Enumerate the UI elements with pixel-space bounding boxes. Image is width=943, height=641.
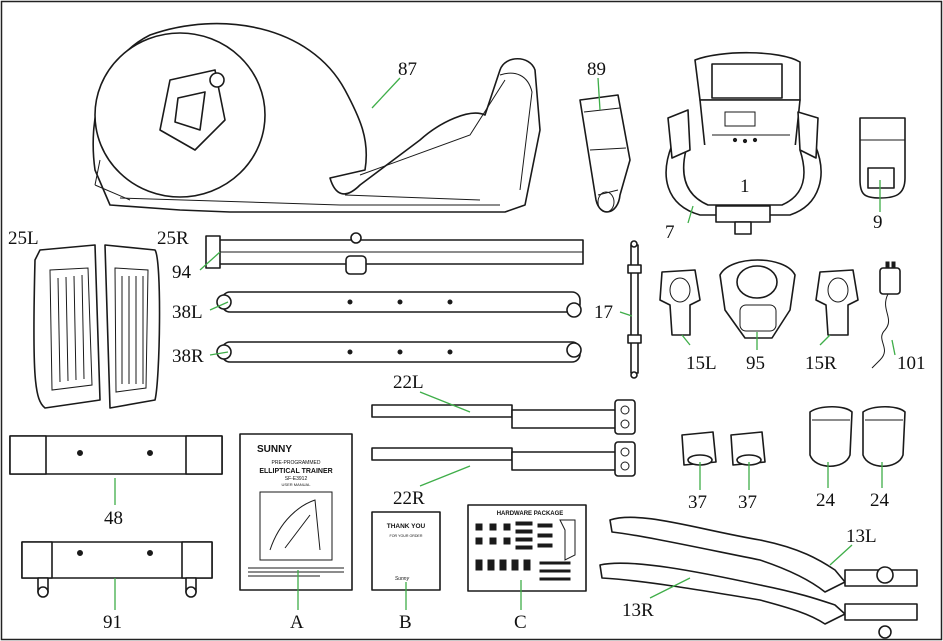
pedal-arm-22R-part (371, 441, 636, 477)
cover-24b-part (862, 405, 906, 468)
console-part (694, 51, 801, 155)
cover-95-part (719, 259, 796, 339)
card-brand: Sunny (395, 576, 410, 582)
label-101: 101 (897, 353, 926, 374)
handle-13L-part (609, 516, 918, 593)
cover-15R-part (815, 269, 859, 336)
label-95: 95 (746, 353, 765, 374)
user-manual-part: SUNNY PRE-PROGRAMMED ELLIPTICAL TRAINER … (239, 433, 353, 591)
label-25L: 25L (8, 228, 39, 249)
label-91: 91 (103, 612, 122, 633)
label-15L: 15L (686, 353, 717, 374)
card-subtitle: FOR YOUR ORDER (390, 534, 423, 538)
label-22R: 22R (393, 488, 425, 509)
end-cap-37a-part (681, 431, 717, 466)
label-13L: 13L (846, 526, 877, 547)
cover-24a-part (809, 405, 853, 468)
arm-38R-part (216, 341, 582, 363)
card-title: THANK YOU (387, 523, 426, 530)
axle-17-part (627, 240, 642, 379)
pedal-arm-22L-part (371, 399, 636, 435)
label-13R: 13R (622, 600, 654, 621)
label-24b: 24 (870, 490, 890, 511)
bracket-9-part (859, 117, 906, 199)
label-1: 1 (740, 176, 750, 197)
pedal-right-part (104, 244, 161, 409)
label-48: 48 (104, 508, 123, 529)
handlebar-part (665, 109, 822, 235)
leader-lines (114, 77, 896, 610)
label-7: 7 (665, 222, 675, 243)
handle-13R-part (599, 562, 918, 639)
manual-model: SF-E3912 (285, 476, 308, 482)
part-labels: 87 89 1 7 9 25L 25R 94 38L 38R 17 15L 95… (8, 59, 926, 633)
label-17: 17 (594, 302, 613, 323)
rear-cover-part (579, 94, 631, 213)
label-A: A (290, 612, 304, 633)
label-87: 87 (398, 59, 417, 80)
stabilizer-91-part (21, 541, 213, 598)
label-22L: 22L (393, 372, 424, 393)
manual-line2: ELLIPTICAL TRAINER (259, 468, 332, 475)
hardware-package-part: HARDWARE PACKAGE (467, 504, 587, 592)
label-C: C (514, 612, 527, 633)
cover-15L-part (659, 269, 701, 336)
label-89: 89 (587, 59, 606, 80)
label-38R: 38R (172, 346, 204, 367)
label-9: 9 (873, 212, 883, 233)
rail-94-part (205, 232, 584, 275)
label-37b: 37 (738, 492, 757, 513)
label-37a: 37 (688, 492, 707, 513)
label-38L: 38L (172, 302, 203, 323)
thank-you-card-part: THANK YOU FOR YOUR ORDER Sunny (371, 511, 441, 591)
label-B: B (399, 612, 412, 633)
hardware-title: HARDWARE PACKAGE (497, 511, 564, 517)
end-cap-37b-part (730, 431, 766, 466)
label-15R: 15R (805, 353, 837, 374)
label-24a: 24 (816, 490, 836, 511)
manual-line1: PRE-PROGRAMMED (272, 460, 321, 466)
label-25R: 25R (157, 228, 189, 249)
label-94: 94 (172, 262, 192, 283)
stabilizer-48-part (9, 435, 223, 475)
arm-38L-part (216, 291, 582, 318)
manual-subtitle: USER MANUAL (282, 482, 312, 487)
pedal-left-part (33, 244, 101, 409)
main-frame-part (92, 22, 541, 213)
power-adapter-part (871, 261, 901, 369)
manual-brand: SUNNY (257, 444, 292, 455)
